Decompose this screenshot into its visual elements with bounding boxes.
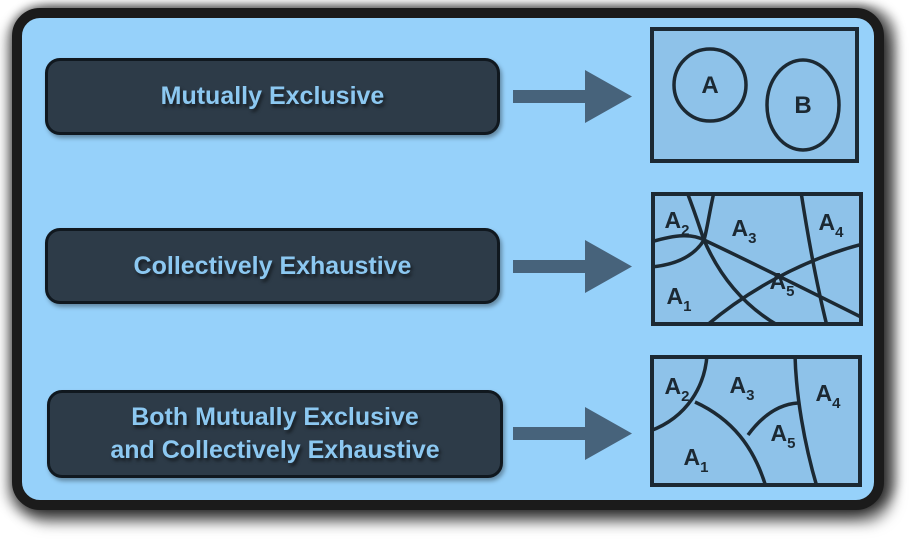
concept-label-box-mutually-exclusive: Mutually Exclusive bbox=[45, 58, 500, 135]
concept-label: Collectively Exhaustive bbox=[133, 251, 412, 280]
diagram-border bbox=[650, 355, 862, 487]
arrow-right-icon bbox=[513, 240, 632, 293]
region-label: A3 bbox=[732, 215, 757, 247]
diagram-border bbox=[650, 27, 859, 163]
region-label: A4 bbox=[816, 380, 842, 412]
region-boundary bbox=[746, 401, 799, 437]
region-label: A3 bbox=[730, 372, 755, 404]
region-label: A1 bbox=[667, 283, 692, 315]
region-label: A1 bbox=[684, 444, 709, 476]
region-label: A2 bbox=[665, 207, 690, 239]
region-boundary bbox=[704, 242, 863, 326]
set-a-label: A bbox=[701, 72, 718, 99]
region-boundary bbox=[793, 355, 819, 487]
diagram-overlapping-regions: A2 A3 A4 A1 A5 bbox=[651, 192, 863, 326]
concept-label: Mutually Exclusive bbox=[160, 82, 385, 110]
set-b-ellipse bbox=[765, 58, 841, 152]
arrow-right-icon bbox=[513, 407, 632, 460]
diagram-partitioned-regions: A2 A3 A4 A1 A5 bbox=[650, 355, 862, 487]
region-boundary bbox=[799, 192, 829, 326]
set-b-label: B bbox=[794, 92, 811, 119]
concept-label-box-both: Both Mutually Exclusive and Collectively… bbox=[47, 390, 503, 478]
region-boundary bbox=[650, 355, 709, 433]
diagram-border bbox=[651, 192, 863, 326]
region-label: A5 bbox=[771, 420, 796, 452]
region-boundary bbox=[694, 400, 768, 487]
set-a-circle bbox=[672, 47, 748, 123]
region-boundary bbox=[685, 192, 780, 326]
region-label: A2 bbox=[665, 373, 690, 405]
region-label: A4 bbox=[819, 209, 845, 241]
concept-label-line-2: and Collectively Exhaustive bbox=[110, 436, 440, 464]
concept-label-line-1: Both Mutually Exclusive bbox=[131, 403, 419, 431]
diagram-two-disjoint-sets: A B bbox=[650, 27, 859, 163]
infographic-frame: Mutually Exclusive A B Collectively Exha… bbox=[12, 8, 884, 510]
arrow-right-icon bbox=[513, 70, 632, 123]
concept-label-box-collectively-exhaustive: Collectively Exhaustive bbox=[45, 228, 500, 304]
region-label: A5 bbox=[770, 268, 795, 300]
